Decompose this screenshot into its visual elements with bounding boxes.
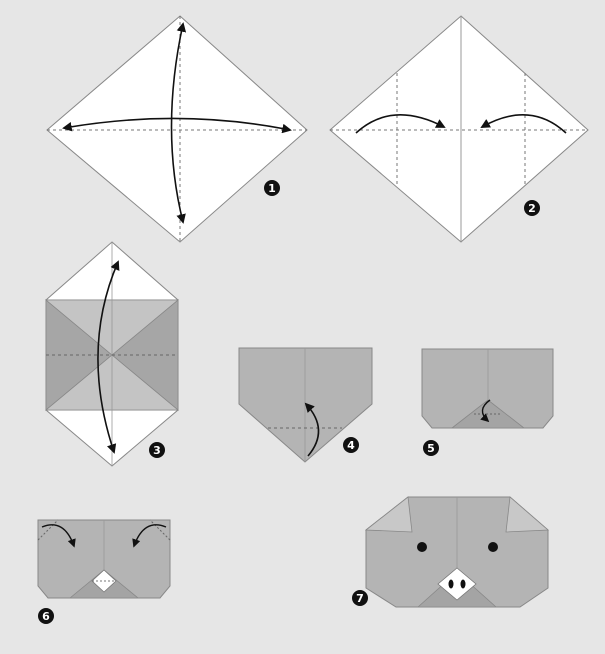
step-2: 2 [330, 16, 588, 242]
step-1-badge: 1 [264, 180, 280, 196]
step-1-number: 1 [268, 182, 276, 195]
step-4-number: 4 [347, 439, 355, 452]
step-7-badge: 7 [352, 590, 368, 606]
step-2-number: 2 [528, 202, 536, 215]
step-7-left-eye [417, 542, 427, 552]
step-7: 7 [352, 497, 548, 607]
step-3: 3 [46, 242, 178, 466]
step-3-badge: 3 [149, 442, 165, 458]
step-3-number: 3 [153, 444, 161, 457]
step-1-paper [47, 16, 307, 242]
step-1: 1 [47, 16, 307, 242]
step-7-number: 7 [356, 592, 364, 605]
step-5: 5 [422, 349, 553, 456]
step-5-number: 5 [427, 442, 435, 455]
step-7-left-ear [366, 497, 412, 532]
step-6-number: 6 [42, 610, 50, 623]
step-5-badge: 5 [423, 440, 439, 456]
step-7-right-eye [488, 542, 498, 552]
step-7-right-nostril [461, 580, 466, 589]
step-2-badge: 2 [524, 200, 540, 216]
step-4-badge: 4 [343, 437, 359, 453]
step-4: 4 [239, 348, 372, 462]
step-6: 6 [38, 520, 170, 624]
step-7-left-nostril [449, 580, 454, 589]
step-2-paper [330, 16, 588, 242]
step-7-right-ear [506, 497, 548, 532]
step-6-badge: 6 [38, 608, 54, 624]
